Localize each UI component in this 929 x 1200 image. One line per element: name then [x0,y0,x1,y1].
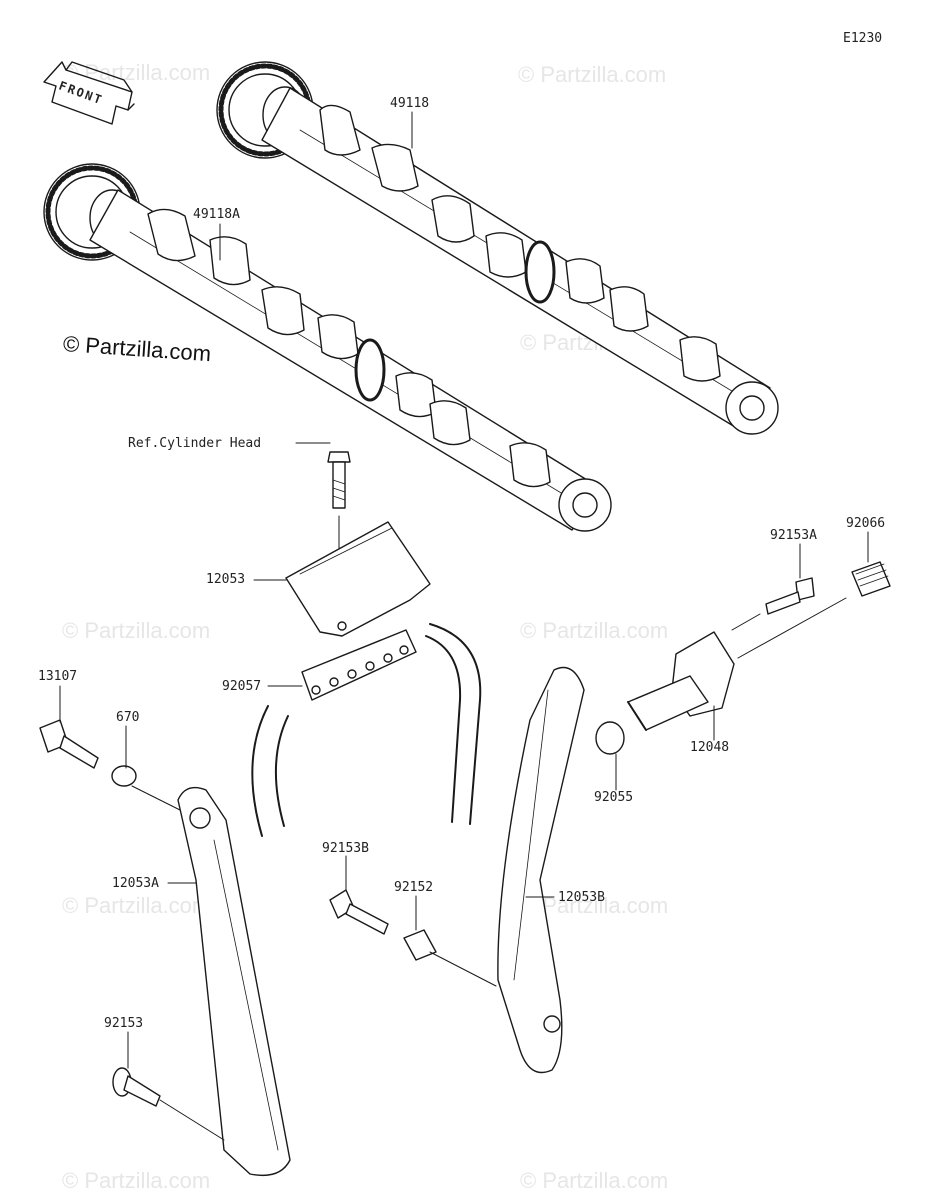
label-13107: 13107 [38,669,78,684]
watermark: © Partzilla.com [62,618,211,643]
bolt-92153B-drawing [329,889,389,935]
label-92153A: 92153A [770,528,817,543]
oring-670-drawing [111,765,137,787]
label-92153: 92153 [104,1016,144,1031]
watermark: © Partzilla.com [520,1168,669,1193]
tensioner-12048-drawing [627,631,735,731]
label-ref-cylinder-head: Ref.Cylinder Head [128,436,262,451]
leader-lines [59,111,869,1069]
bolt-92153-drawing [112,1067,225,1141]
label-12053A: 12053A [112,876,159,891]
chain-guide-top-drawing [285,521,431,637]
front-arrow-icon [43,61,135,125]
label-49118A: 49118A [193,207,240,222]
bolt-13107-drawing [39,719,99,769]
watermark: © Partzilla.com [520,618,669,643]
watermark: © Partzilla.com [518,62,667,87]
chain-guide-left-drawing [177,786,291,1177]
camshaft-exhaust-drawing [216,61,779,435]
label-92055: 92055 [594,790,634,805]
label-92066: 92066 [846,516,886,531]
oring-92055-drawing [595,721,625,755]
bolt-cylinder-head-drawing [327,451,351,591]
bolt-92153A-drawing [731,577,815,631]
watermark: © Partzilla.com [62,1168,211,1193]
label-12053B: 12053B [558,890,605,905]
diagram-id: E1230 [843,31,883,46]
label-12048: 12048 [690,740,730,755]
watermark: © Partzilla.com [62,893,211,918]
label-49118: 49118 [390,96,430,111]
chain-drawing [251,623,482,837]
plug-92066-drawing [737,561,891,659]
label-92057: 92057 [222,679,262,694]
collar-92152-drawing [403,929,497,987]
camshaft-intake-drawing [43,163,612,532]
label-12053: 12053 [206,572,246,587]
label-92153B: 92153B [322,841,369,856]
label-670: 670 [116,710,140,725]
chain-guide-right-drawing [497,666,585,1074]
label-92152: 92152 [394,880,434,895]
